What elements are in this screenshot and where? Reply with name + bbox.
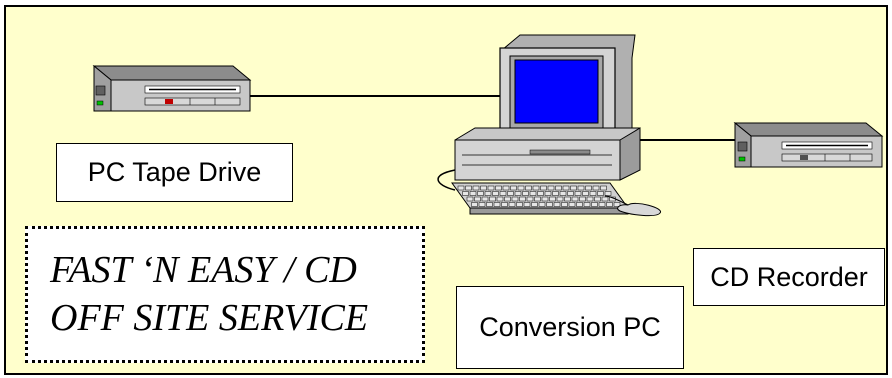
keyboard-key bbox=[471, 202, 478, 207]
keyboard-key bbox=[481, 196, 489, 202]
keyboard-key bbox=[508, 202, 516, 207]
keyboard-key bbox=[510, 185, 517, 191]
keyboard-key bbox=[592, 185, 600, 191]
keyboard-key bbox=[597, 191, 604, 196]
keyboard-key bbox=[576, 202, 583, 207]
keyboard-key bbox=[472, 185, 480, 191]
keyboard-key bbox=[526, 196, 534, 202]
keyboard-key bbox=[574, 191, 582, 196]
keyboard-key bbox=[562, 185, 570, 191]
keyboard-key bbox=[613, 202, 621, 207]
mouse-icon bbox=[604, 195, 661, 217]
keyboard-key bbox=[537, 191, 544, 196]
keyboard-key bbox=[564, 196, 571, 202]
keyboard-key bbox=[606, 202, 613, 207]
keyboard-key bbox=[556, 196, 564, 202]
keyboard-key bbox=[487, 185, 495, 191]
keyboard-key bbox=[486, 202, 493, 207]
keyboard-key bbox=[529, 191, 537, 196]
keyboard-key bbox=[519, 196, 526, 202]
keyboard-key bbox=[582, 191, 589, 196]
keyboard-key bbox=[478, 202, 486, 207]
conversion-pc-label: Conversion PC bbox=[456, 286, 684, 369]
tape-drive-label: PC Tape Drive bbox=[56, 143, 293, 202]
keyboard-key bbox=[571, 196, 579, 202]
keyboard-key bbox=[601, 196, 609, 202]
keyboard-key bbox=[553, 202, 561, 207]
service-box: FAST ‘N EASY / CD OFF SITE SERVICE bbox=[25, 226, 425, 363]
computer-icon bbox=[437, 34, 641, 191]
keyboard-key bbox=[516, 202, 523, 207]
keyboard-key bbox=[579, 196, 586, 202]
keyboard-key bbox=[538, 202, 546, 207]
keyboard-key bbox=[585, 185, 592, 191]
keyboard-key bbox=[525, 185, 532, 191]
keyboard-key bbox=[544, 191, 552, 196]
cd-recorder-label: CD Recorder bbox=[693, 248, 885, 306]
service-line-2: OFF SITE SERVICE bbox=[50, 296, 369, 339]
keyboard-key bbox=[594, 196, 601, 202]
keyboard-key bbox=[474, 196, 481, 202]
keyboard-key bbox=[477, 191, 484, 196]
keyboard-key bbox=[555, 185, 562, 191]
tape-drive-icon bbox=[92, 64, 252, 112]
keyboard-key bbox=[469, 191, 477, 196]
keyboard-key bbox=[586, 196, 594, 202]
keyboard-key bbox=[591, 202, 598, 207]
keyboard-key bbox=[552, 191, 559, 196]
keyboard-key bbox=[489, 196, 496, 202]
keyboard-key bbox=[534, 196, 541, 202]
keyboard-key bbox=[466, 196, 474, 202]
keyboard-key bbox=[502, 185, 510, 191]
service-line-1: FAST ‘N EASY / CD bbox=[50, 249, 357, 291]
keyboard-key bbox=[561, 202, 568, 207]
keyboard-key bbox=[577, 185, 585, 191]
keyboard-key bbox=[546, 202, 553, 207]
keyboard-key bbox=[598, 202, 606, 207]
keyboard-key bbox=[604, 191, 612, 196]
keyboard-key bbox=[523, 202, 531, 207]
keyboard-key bbox=[493, 202, 501, 207]
keyboard-key bbox=[501, 202, 508, 207]
keyboard-key bbox=[522, 191, 529, 196]
keyboard-key bbox=[532, 185, 540, 191]
cd-recorder-icon bbox=[733, 121, 884, 168]
keyboard-key bbox=[507, 191, 514, 196]
keyboard-key bbox=[484, 191, 492, 196]
keyboard-key bbox=[499, 191, 507, 196]
keyboard-key bbox=[547, 185, 555, 191]
keyboard-key bbox=[540, 185, 547, 191]
keyboard-key bbox=[549, 196, 556, 202]
keyboard-key bbox=[589, 191, 597, 196]
keyboard-key bbox=[462, 191, 469, 196]
keyboard-key bbox=[457, 185, 465, 191]
keyboard-key bbox=[600, 185, 607, 191]
keyboard-key bbox=[583, 202, 591, 207]
keyboard-key bbox=[495, 185, 502, 191]
keyboard-key bbox=[517, 185, 525, 191]
keyboard-key bbox=[570, 185, 577, 191]
keyboard-key bbox=[567, 191, 574, 196]
keyboard-key bbox=[465, 185, 472, 191]
keyboard-key bbox=[511, 196, 519, 202]
keyboard-key bbox=[492, 191, 499, 196]
keyboard-key bbox=[559, 191, 567, 196]
keyboard-key bbox=[514, 191, 522, 196]
keyboard-key bbox=[568, 202, 576, 207]
keyboard-key bbox=[541, 196, 549, 202]
keyboard-key bbox=[496, 196, 504, 202]
keyboard-key bbox=[480, 185, 487, 191]
keyboard-key bbox=[504, 196, 511, 202]
keyboard-key bbox=[531, 202, 538, 207]
keyboard-icon bbox=[451, 182, 629, 215]
